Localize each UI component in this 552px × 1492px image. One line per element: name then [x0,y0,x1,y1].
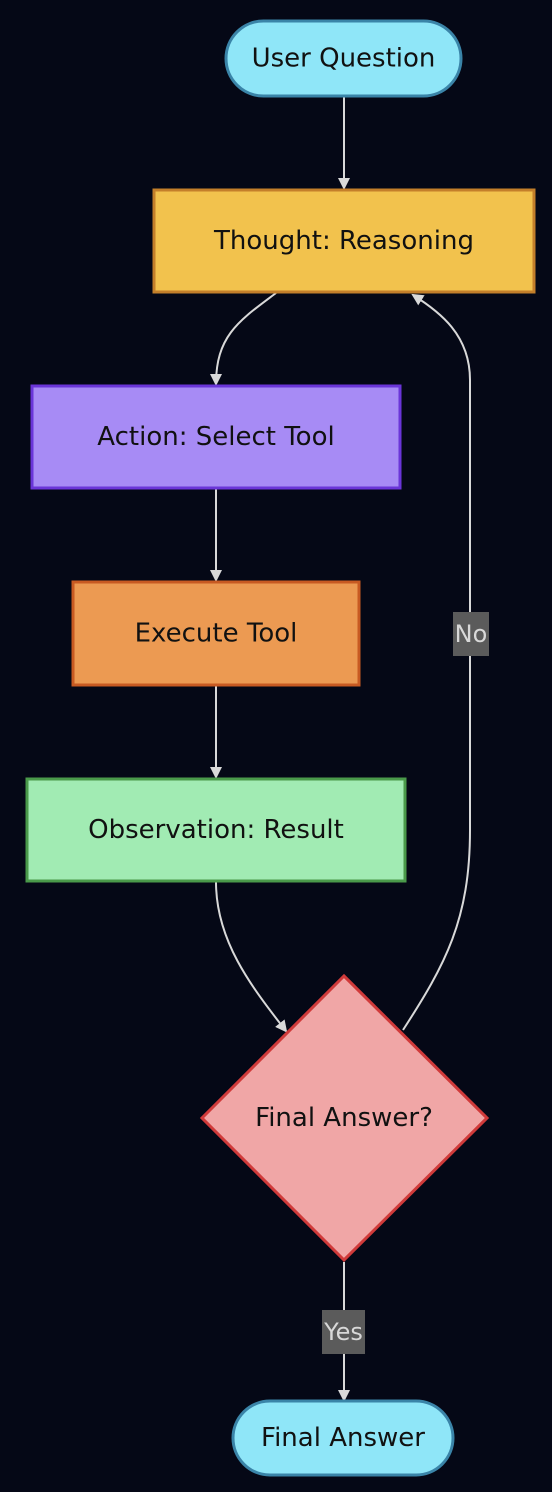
node-execute-label: Execute Tool [135,619,298,649]
node-execute: Execute Tool [71,580,361,687]
edge-thought-to-action [210,292,277,386]
node-thought-label: Thought: Reasoning [213,226,474,256]
node-action: Action: Select Tool [30,384,402,490]
edge-label-yes: Yes [322,1310,365,1354]
node-decision-shape [199,973,490,1263]
edge-observation-to-decision [215,881,288,1033]
node-final-answer-shape [231,1399,455,1477]
node-decision-label: Final Answer? [255,1103,433,1133]
node-execute-shape [71,580,361,687]
edge-label-no: No [453,612,489,656]
edge-label-yes-text: Yes [323,1318,363,1346]
node-user-question-label: User Question [252,44,436,74]
node-thought: Thought: Reasoning [152,188,536,294]
node-user-question-shape [224,19,463,98]
node-final-answer: Final Answer [231,1399,455,1477]
node-action-label: Action: Select Tool [97,422,334,452]
node-final-answer-label: Final Answer [261,1423,425,1453]
node-observation: Observation: Result [25,777,407,883]
edge-label-no-text: No [455,620,488,648]
node-thought-shape [152,188,536,294]
edge-decision-no-to-thought [402,293,471,1031]
node-observation-label: Observation: Result [88,815,344,845]
node-decision: Final Answer? [199,973,490,1263]
node-action-shape [30,384,402,490]
node-observation-shape [25,777,407,883]
node-user-question: User Question [224,19,463,98]
